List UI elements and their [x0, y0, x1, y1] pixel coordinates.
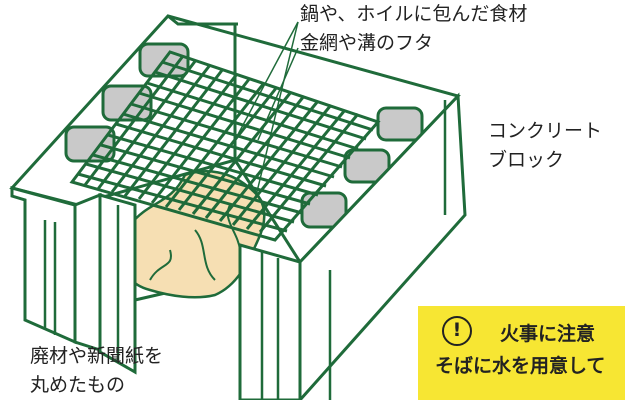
block-left-front: [10, 186, 77, 345]
fire-warning-box: ! 火事に注意 そばに水を用意して: [418, 306, 625, 400]
block-label-line2: ブロック: [488, 149, 565, 171]
fuel-label-line2: 丸めたもの: [30, 374, 126, 396]
fuel-label: 廃材や新聞紙を 丸めたもの: [30, 342, 163, 400]
warning-message: そばに水を用意して: [435, 355, 606, 377]
block-label-line1: コンクリート: [488, 120, 603, 142]
warning-title: 火事に注意: [500, 323, 596, 345]
block-label: コンクリート ブロック: [488, 117, 602, 175]
block-back-edge: [167, 14, 238, 26]
exclamation-circle-icon: !: [442, 316, 472, 346]
wire-mesh-grill: [69, 50, 381, 242]
grill-label-line1: 鍋や、ホイルに包んだ食材: [300, 3, 528, 25]
leader-lines: [234, 21, 299, 201]
fuel-label-line1: 廃材や新聞紙を: [30, 345, 164, 367]
block-hollows-right: [300, 106, 424, 229]
grill-label: 鍋や、ホイルに包んだ食材 金網や溝のフタ: [300, 0, 527, 58]
block-right-side: [298, 92, 467, 400]
block-right-front: [238, 243, 302, 400]
grill-label-line2: 金網や溝のフタ: [300, 32, 434, 54]
